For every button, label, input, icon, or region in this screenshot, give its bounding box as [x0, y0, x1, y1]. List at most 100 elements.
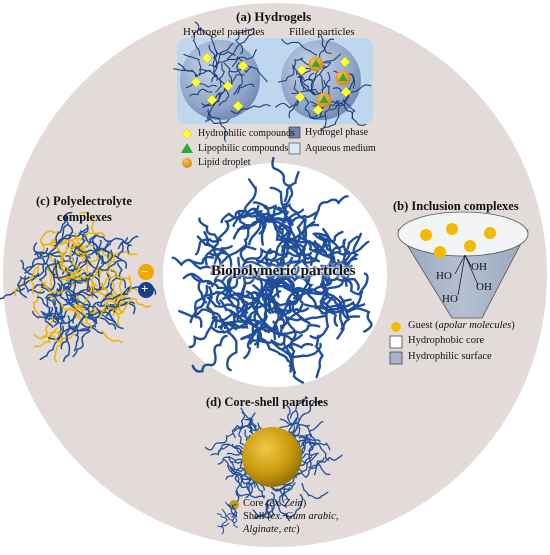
polymer-strand — [221, 519, 228, 535]
polymer-strand — [272, 484, 293, 492]
guest-molecule — [484, 227, 496, 239]
polymer-strand — [302, 433, 313, 454]
inclusion-title: (b) Inclusion complexes — [393, 199, 519, 213]
polymer-strand — [49, 261, 63, 291]
polymer-strand — [313, 457, 325, 476]
polymer-strand — [256, 329, 293, 373]
polymer-strand — [46, 266, 55, 291]
polymer-strand — [271, 156, 294, 206]
polymer-strand — [236, 256, 247, 301]
polymer-strand — [252, 283, 294, 297]
polymer-strand — [53, 288, 62, 312]
polymer-strand — [69, 241, 81, 268]
polymer-strand — [266, 250, 313, 258]
polymer-strand — [235, 27, 254, 55]
polymer-strand — [57, 288, 77, 324]
polymer-strand — [235, 477, 244, 505]
polymer-strand — [313, 195, 349, 221]
inclusion-cone — [397, 211, 529, 319]
polymer-strand — [42, 308, 68, 321]
polymer-strand — [17, 272, 40, 287]
polymer-strand — [253, 503, 275, 519]
plus-sign: + — [141, 281, 149, 296]
oh-label-3: OH — [476, 281, 492, 293]
polymer-strand — [242, 302, 260, 340]
plus-badge — [138, 282, 154, 298]
polymer-strand — [223, 459, 240, 484]
oh-label-1: OH — [471, 261, 487, 273]
lipophilic-compound-marker — [311, 59, 321, 67]
guest-molecules — [420, 223, 496, 258]
polymer-strand — [282, 336, 322, 359]
polymer-strand — [68, 291, 99, 302]
polymer-strand — [29, 265, 40, 295]
polymer-strand — [211, 299, 237, 334]
polymer-strand — [39, 230, 62, 256]
polymer-strand — [277, 316, 311, 338]
polymer-strand — [92, 292, 113, 309]
legend-core-label: Core (ex. Zein) — [243, 498, 306, 509]
polymer-strand — [87, 259, 123, 271]
polymer-strand — [191, 334, 228, 373]
polymer-strand — [278, 482, 296, 508]
polymer-strand — [222, 508, 234, 521]
polymer-strand — [241, 411, 256, 430]
guest-molecule — [434, 246, 446, 258]
polymer-strand — [217, 522, 230, 529]
polymer-strand — [204, 432, 234, 451]
polymer-strand — [317, 33, 332, 54]
polymer-strand — [309, 420, 324, 438]
legend-guest-icon — [391, 322, 401, 332]
polymer-strand — [228, 455, 249, 473]
polymer-strand — [231, 49, 257, 67]
polymer-strand — [289, 395, 307, 419]
legend-hydrogel-phase-label: Hydrogel phase — [305, 127, 369, 138]
polymer-strand — [218, 443, 244, 453]
hydrophilic-compound-marker — [340, 86, 352, 98]
polymer-strand — [288, 290, 304, 321]
polymer-strand — [318, 62, 331, 91]
polyelectrolyte-network — [0, 211, 157, 363]
polymer-strand — [329, 95, 349, 111]
polymer-strand — [301, 482, 329, 499]
polymer-strand — [298, 436, 321, 443]
polymer-strand — [72, 330, 91, 358]
polymer-strand — [190, 245, 233, 270]
center-label: Biopolymeric particles — [211, 263, 356, 279]
polymer-strand — [198, 68, 227, 86]
lipophilic-compound-marker — [319, 95, 329, 103]
polymer-strand — [66, 284, 93, 314]
legend-lipophilic-label: Lipophilic compounds — [198, 143, 289, 154]
polymer-strand — [60, 265, 83, 278]
polymer-strand — [237, 210, 263, 231]
polymer-strand — [178, 308, 224, 331]
legend-hydrophilic-label: Hydrophilic compounds — [198, 128, 295, 139]
hydrophilic-compound-marker — [237, 60, 249, 72]
polymer-strand — [40, 310, 65, 318]
polymer-strand — [47, 325, 65, 341]
legend-shell-label: Shell (ex. Gum arabic, — [243, 511, 338, 522]
polymer-strand — [106, 262, 123, 297]
polymer-strand — [206, 282, 240, 321]
oh-label-2: HO — [436, 270, 452, 282]
polymer-strand — [297, 453, 318, 476]
polymer-strand — [97, 275, 131, 293]
legend-guest-label: Guest (apolar molecules) — [408, 320, 515, 331]
polymer-strand — [227, 464, 251, 481]
legend-aqueous-medium-icon — [288, 142, 301, 155]
polymer-strand — [116, 282, 124, 314]
shell-label-italic-2: Alginate, etc — [243, 524, 297, 535]
minus-sign: − — [141, 264, 149, 279]
polymer-strand — [44, 306, 54, 329]
hydrophilic-compound-marker — [339, 56, 351, 68]
hydrophilic-compound-marker — [232, 100, 244, 112]
polymer-strand — [336, 232, 362, 265]
legend-hydrophilic-surface-label: Hydrophilic surface — [408, 351, 492, 362]
polymer-strand — [194, 284, 209, 328]
polymer-strand — [198, 217, 219, 266]
polymer-strand — [0, 287, 26, 300]
polymer-strand — [96, 307, 116, 324]
polymer-strand — [249, 412, 256, 434]
polymer-strand — [237, 209, 250, 263]
